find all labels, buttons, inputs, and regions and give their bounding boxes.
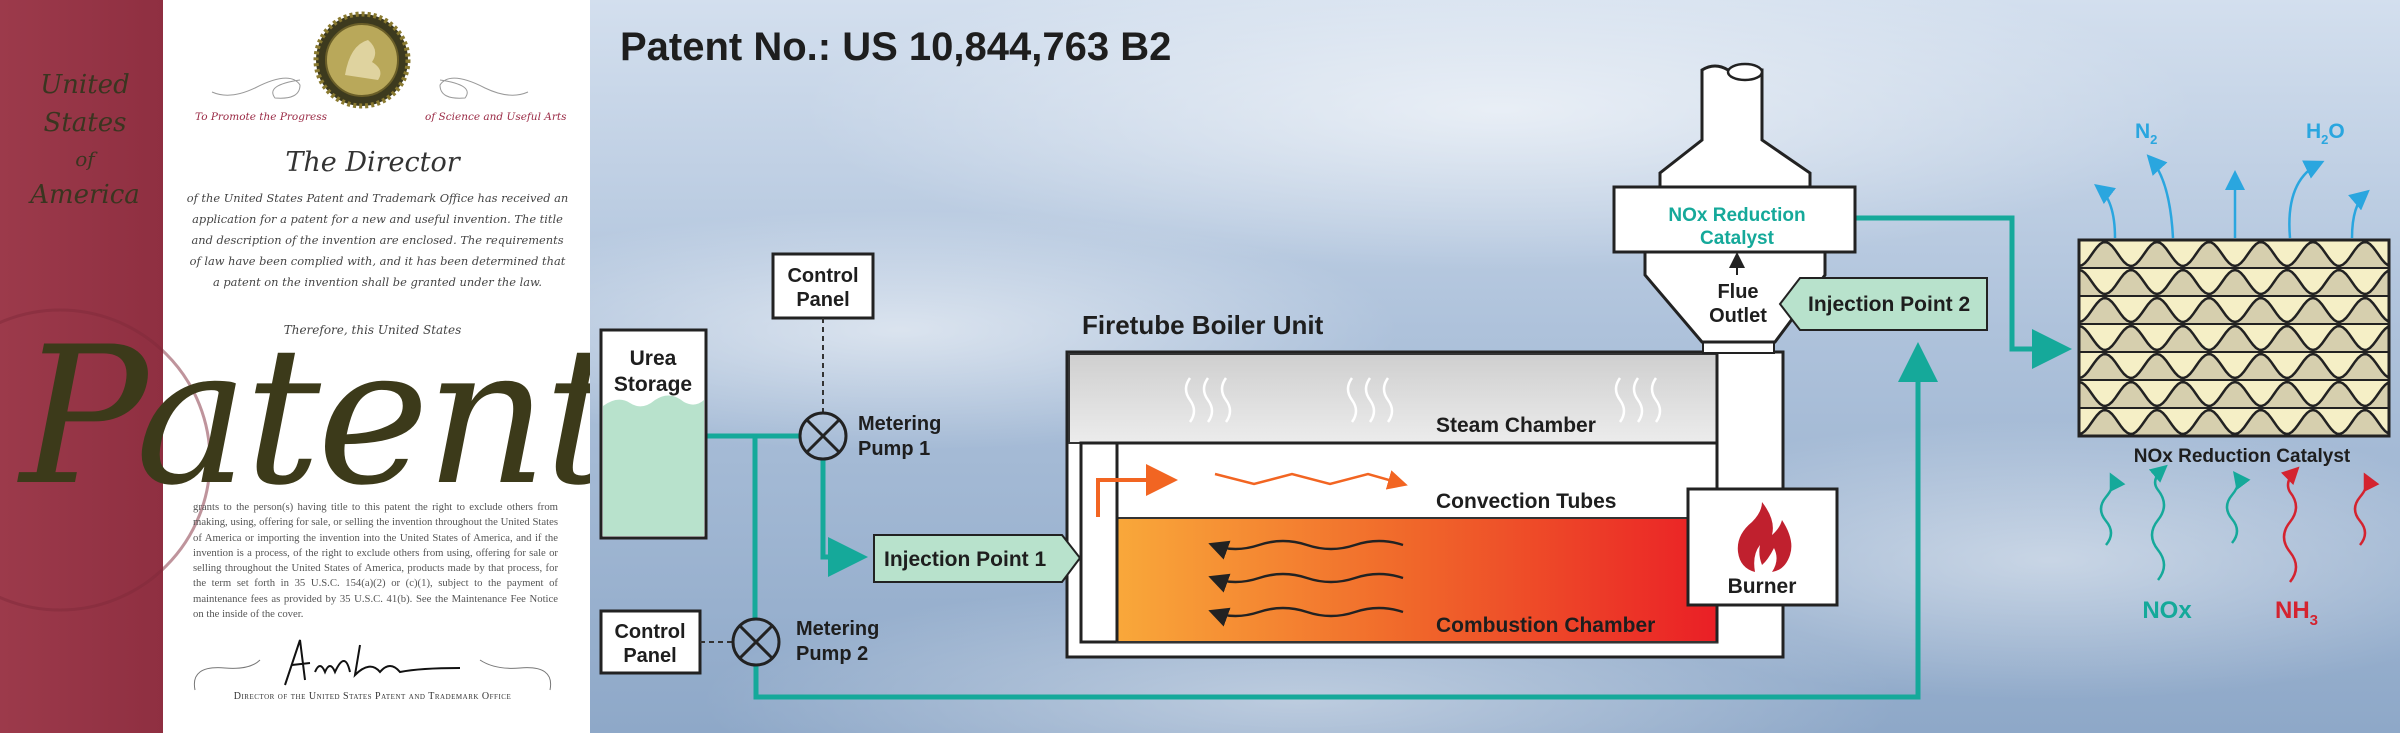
side-title-america: America [30, 180, 140, 210]
injection-point-1: Injection Point 1 [873, 534, 1082, 583]
firetube-boiler [1065, 341, 1785, 659]
metering-pump-2-line1: Metering [796, 618, 879, 640]
combustion-chamber-label: Combustion Chamber [1436, 614, 1655, 637]
control-panel-1: Control Panel [771, 252, 875, 320]
boiler-title: Firetube Boiler Unit [1082, 310, 1324, 340]
catalyst-corrugation-fill [2079, 326, 2389, 352]
therefore-line: Therefore, this United States [283, 323, 462, 337]
control-panel-2: Control Panel [599, 609, 702, 675]
patent-certificate: United States of America To Promote the … [0, 0, 590, 733]
stack-catalyst-line1: NOx Reduction [1668, 205, 1805, 226]
n2-label: N2 [2135, 120, 2157, 147]
control-panel-1-line1: Control [787, 265, 858, 287]
catalyst-row [2078, 295, 2390, 325]
catalyst-corrugation [2078, 268, 2389, 296]
nox-label: NOx [2142, 597, 2192, 624]
pipe-to-injection-2 [752, 352, 1918, 700]
urea-label-line2: Storage [614, 373, 692, 396]
certificate-ornaments [0, 11, 552, 691]
flue-outlet-line1: Flue [1717, 281, 1758, 303]
director-heading: The Director [285, 147, 460, 178]
burner-label: Burner [1728, 575, 1797, 598]
director-office-title: Director of the United States Patent and… [233, 691, 512, 702]
metering-pump-1-line1: Metering [858, 413, 941, 435]
catalyst-corrugation [2078, 380, 2389, 408]
catalyst-corrugation [2078, 352, 2389, 380]
inlet-squiggles-icon [2099, 464, 2380, 583]
h2o-label: H2O [2306, 120, 2345, 147]
burner: Burner [1686, 487, 1839, 607]
injection-point-1-label: Injection Point 1 [884, 548, 1046, 571]
catalyst-corrugation [2078, 240, 2389, 268]
catalyst-corrugation [2078, 324, 2389, 352]
steam-chamber-label: Steam Chamber [1436, 414, 1596, 437]
control-panel-2-line1: Control [614, 621, 685, 643]
injection-point-2-label: Injection Point 2 [1808, 293, 1970, 316]
patent-word: Patent [20, 306, 590, 527]
motto-right: of Science and Useful Arts [425, 111, 567, 123]
director-body: of the United States Patent and Trademar… [186, 191, 569, 289]
injection-point-2: Injection Point 2 [1778, 277, 1988, 331]
flue-outlet-line2: Outlet [1709, 305, 1767, 327]
side-title-united: United [40, 70, 130, 100]
certificate-red-band [0, 0, 163, 733]
metering-pump-2-icon [731, 617, 781, 667]
catalyst-corrugation-fill [2079, 354, 2389, 380]
pipe-to-catalyst [1833, 215, 2072, 369]
right-flourish-icon [439, 77, 529, 99]
catalyst-corrugation-fill [2079, 410, 2389, 436]
signature-mark [284, 639, 461, 686]
flame-icon [1737, 502, 1792, 572]
urea-storage-tank: Urea Storage [599, 328, 708, 540]
exhaust-stack: NOx Reduction Catalyst Flue Outlet [1612, 62, 1857, 344]
stack-collar [1702, 341, 1775, 354]
hot-gas-arrow-icon [1096, 464, 1178, 517]
urea-label-line1: Urea [630, 347, 677, 370]
catalyst-corrugation [2078, 408, 2389, 436]
steam-wisps-icon [1184, 377, 1662, 423]
catalyst-label: NOx Reduction Catalyst [2134, 446, 2351, 467]
convection-zigzag-arrow-icon [1214, 470, 1408, 490]
catalyst-corrugation-fill [2079, 270, 2389, 296]
pipe-to-injection-1 [820, 459, 868, 577]
metering-pump-1-line2: Pump 1 [858, 438, 930, 460]
catalyst-corrugation-fill [2079, 298, 2389, 324]
left-flourish-icon [211, 77, 301, 99]
gold-seal-icon [313, 11, 411, 109]
signature-flourish-icon [193, 659, 552, 691]
grants-text: grants to the person(s) having title to … [193, 501, 558, 621]
control-panel-1-line2: Panel [796, 289, 849, 311]
catalyst-corrugation [2078, 296, 2389, 324]
urea-piping [706, 215, 2072, 700]
stack-catalyst-housing [1612, 185, 1857, 254]
side-title-states: States [43, 108, 127, 138]
catalyst-corrugation-fill [2079, 382, 2389, 408]
catalyst-frame [2077, 238, 2391, 438]
side-title-of: of [75, 147, 95, 171]
outlet-arrows-icon [2094, 154, 2370, 239]
patent-number-title: Patent No.: US 10,844,763 B2 [620, 25, 1171, 69]
stack-catalyst-line2: Catalyst [1700, 228, 1775, 249]
convection-tubes-label: Convection Tubes [1436, 490, 1616, 513]
metering-pump-1-icon [798, 411, 848, 461]
metering-pump-2-line2: Pump 2 [796, 643, 868, 665]
catalyst-honeycomb [2077, 238, 2391, 438]
motto-left: To Promote the Progress [195, 111, 327, 123]
catalyst-corrugation-fill [2079, 242, 2389, 268]
control-panel-2-line2: Panel [623, 645, 676, 667]
nh3-label: NH3 [2275, 597, 2318, 629]
combustion-flow-arrows-icon [1208, 539, 1404, 627]
